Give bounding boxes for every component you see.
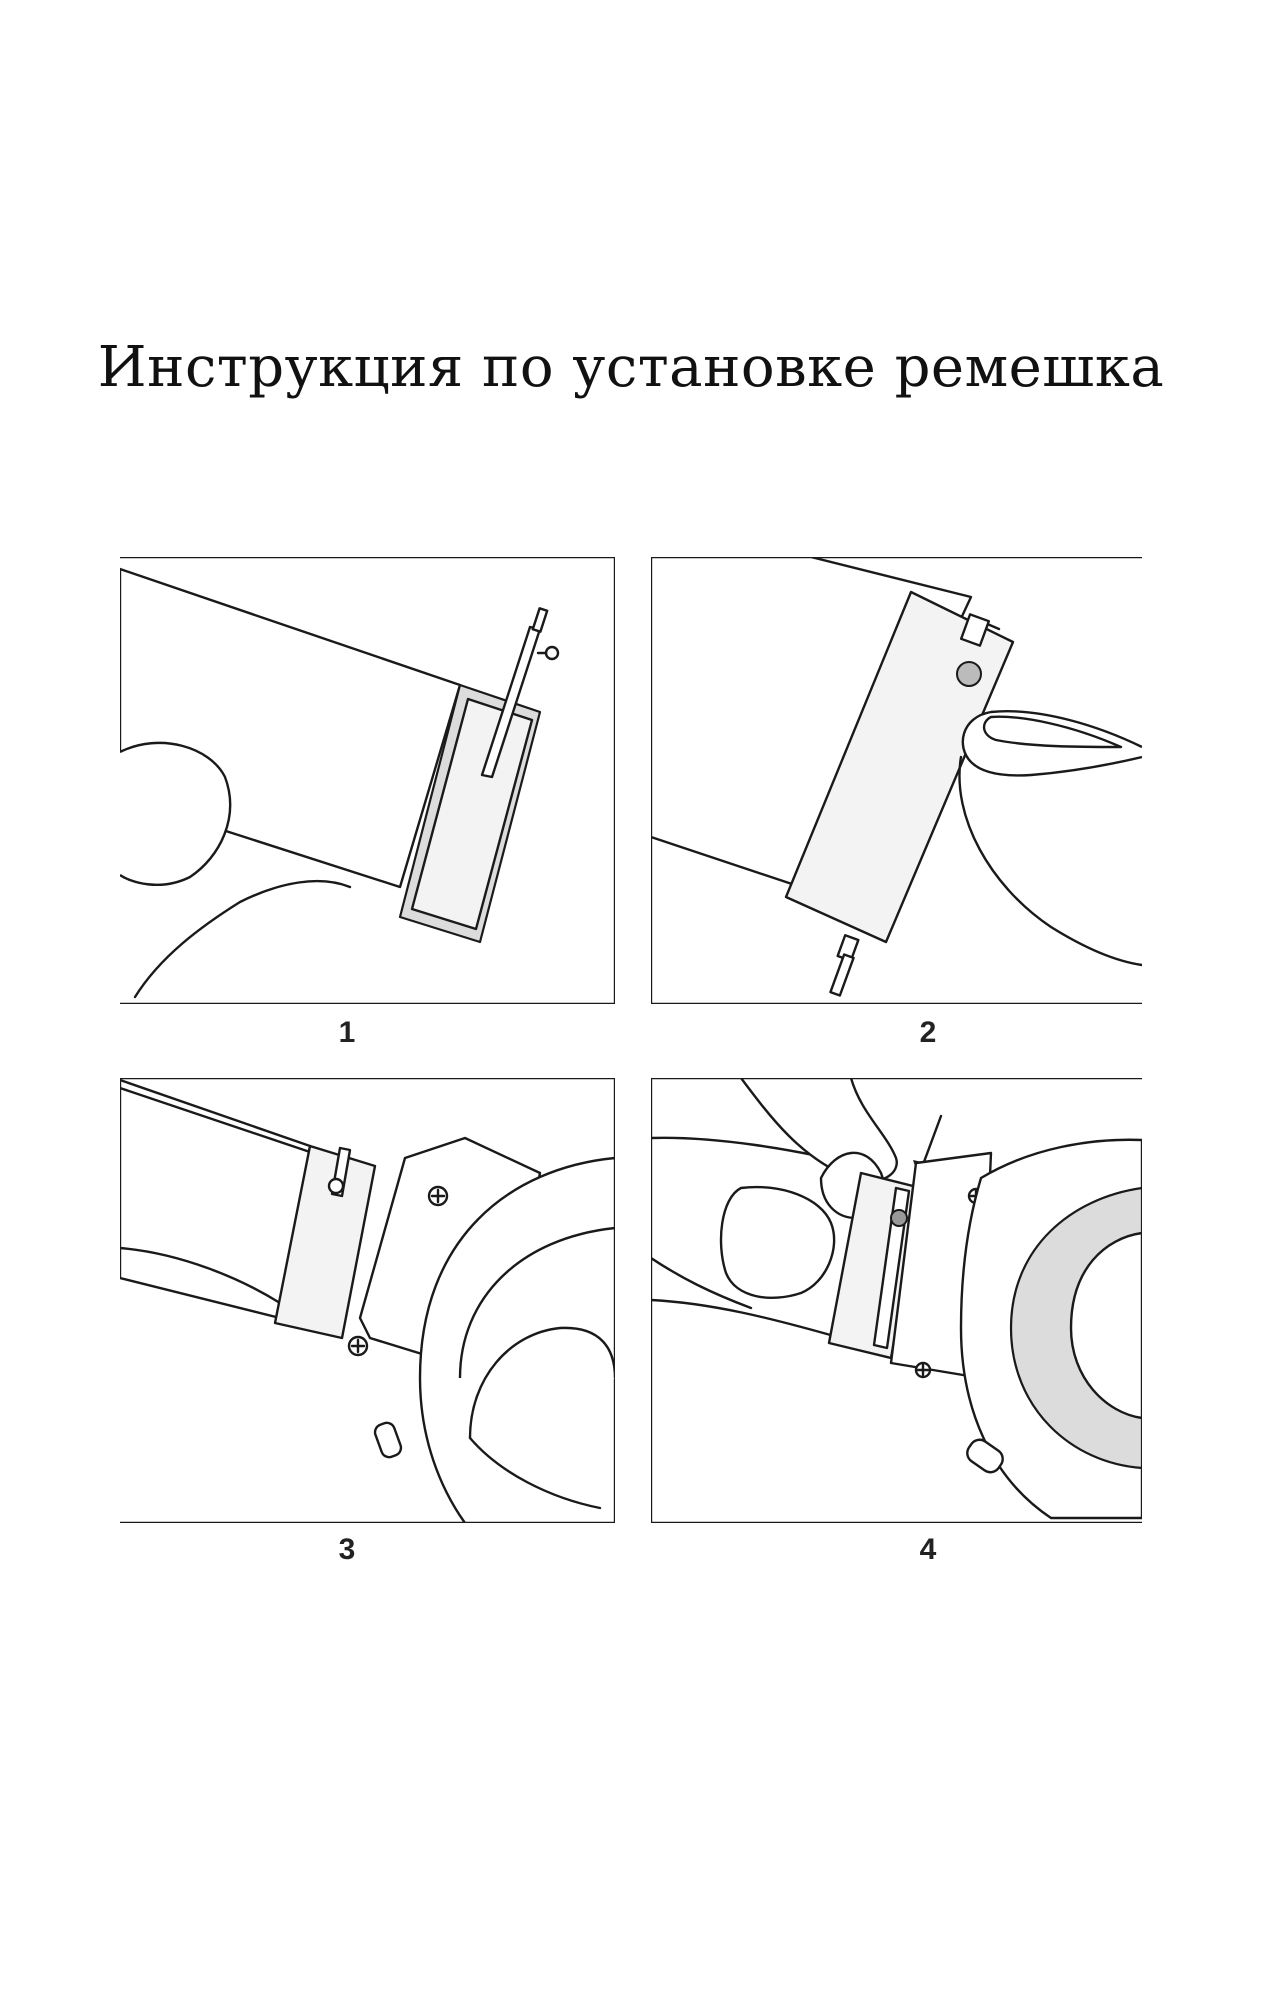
step-2-drawing bbox=[651, 557, 1142, 1004]
step-1-illustration bbox=[120, 557, 615, 1004]
step-number-3: 3 bbox=[338, 1533, 356, 1566]
step-3-drawing bbox=[120, 1078, 615, 1523]
step-2-illustration bbox=[651, 557, 1142, 1004]
step-3-illustration bbox=[120, 1078, 615, 1523]
step-number-4: 4 bbox=[919, 1533, 937, 1566]
page-title: Инструкция по установке ремешка bbox=[97, 335, 1165, 400]
step-4-drawing bbox=[651, 1078, 1142, 1523]
step-1-drawing bbox=[120, 557, 615, 1004]
step-4-illustration bbox=[651, 1078, 1142, 1523]
step-number-1: 1 bbox=[338, 1016, 356, 1049]
step-number-2: 2 bbox=[919, 1016, 937, 1049]
